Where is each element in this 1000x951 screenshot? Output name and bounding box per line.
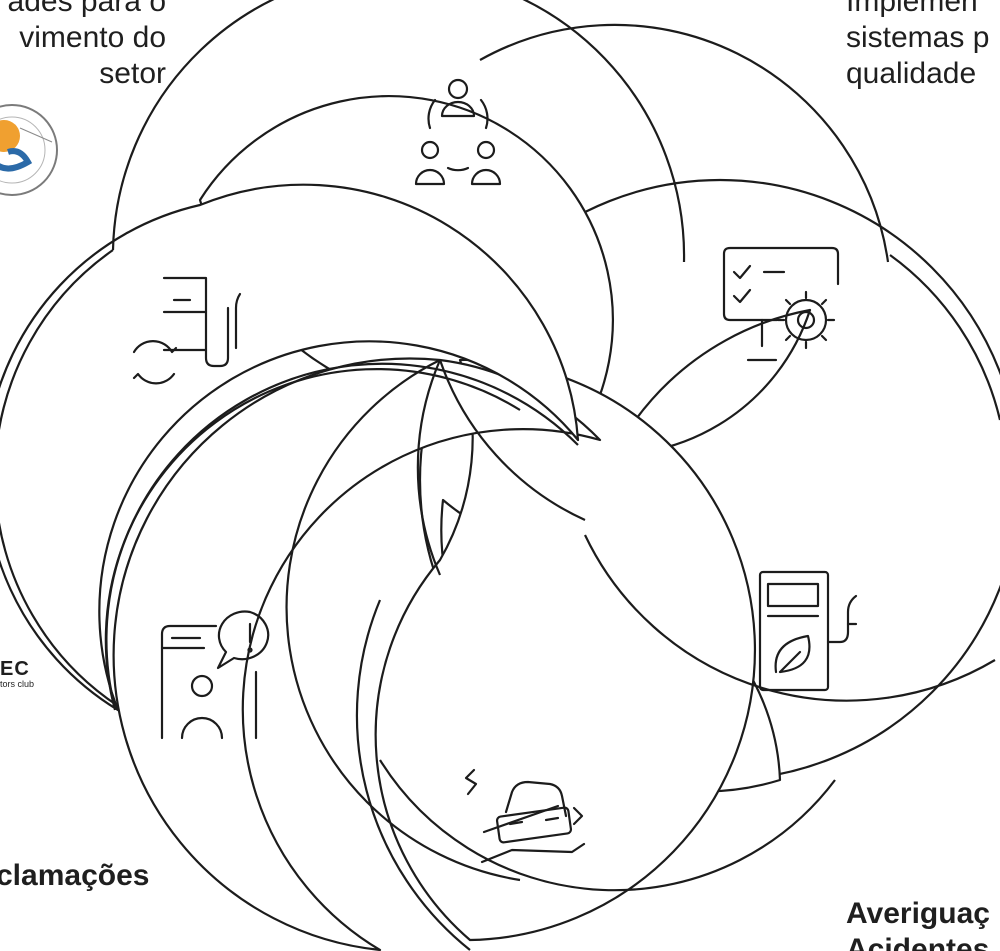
caption-bottom-left-line-1: clamações [0,859,150,892]
caption-top-right-line-1: Implemen [846,0,978,18]
caption-bottom-right-line-1: Averiguaç [846,897,990,930]
eco-fuel-pump-icon [758,570,858,692]
monitor-checklist-gear-icon [722,246,840,362]
people-network-icon [414,78,502,186]
caption-top-left: ades para o vimento do setor [0,0,166,92]
caption-top-right-line-3: qualidade [846,57,977,90]
brand-logo-sub: tors club [0,679,35,689]
caption-bottom-left: clamações [0,858,149,894]
caption-top-left-line-3: setor [99,57,166,90]
civil-protection-seal-logo [0,104,58,196]
fuel-pump-refresh-icon [132,276,242,385]
brand-logo-main: EC [0,658,30,680]
caption-top-left-line-1: ades para o [7,0,166,18]
car-skidding-icon [464,768,586,864]
caption-top-right: Implemen sistemas p qualidade [846,0,1000,92]
caption-bottom-right: Averiguaç Acidentes [846,896,990,951]
brand-logo: EC tors club [0,658,34,689]
caption-top-right-line-2: sistemas p [846,21,990,54]
caption-bottom-right-line-2: Acidentes [846,933,990,951]
caption-top-left-line-2: vimento do [19,21,166,54]
phone-alert-person-icon [160,610,270,740]
petal-top-left[interactable] [0,183,580,712]
petal-bottom-left[interactable] [112,357,602,951]
